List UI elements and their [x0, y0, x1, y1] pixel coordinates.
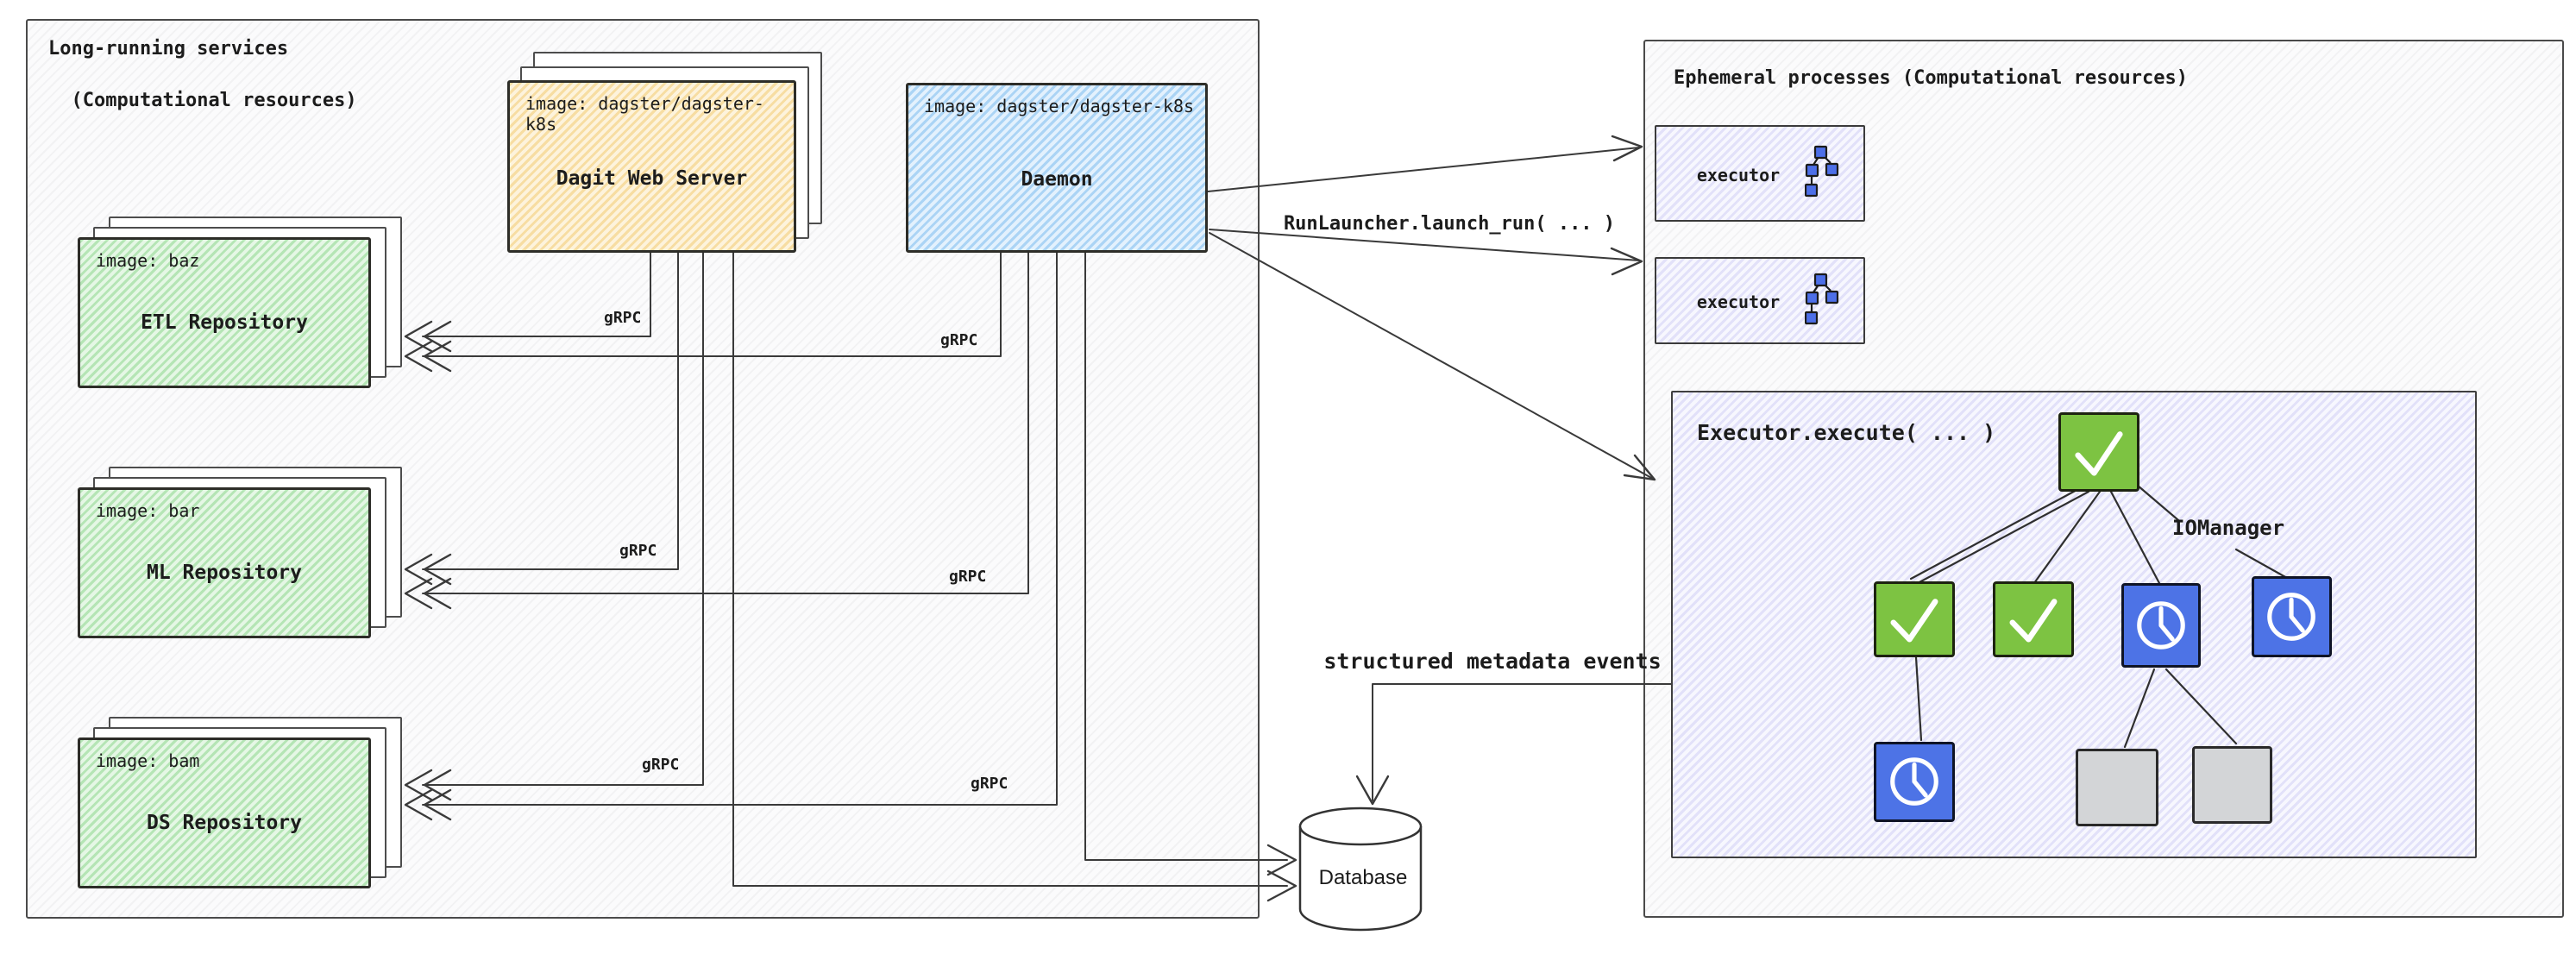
dag-node-clock-icon: [2121, 583, 2201, 668]
ml-image-label: image: bar: [96, 500, 200, 521]
dagit-web-server-box: image: dagster/dagster-k8s Dagit Web Ser…: [507, 80, 796, 253]
run-launcher-label: RunLauncher.launch_run( ... ): [1283, 213, 1616, 235]
database-label: Database: [1318, 866, 1408, 889]
grpc-label-dagit-ml: gRPC: [619, 542, 657, 560]
dag-node-check-icon: [1993, 581, 2074, 657]
dagit-image-label: image: dagster/dagster-k8s: [525, 93, 764, 135]
arrow-daemon-executor1: [1207, 147, 1640, 192]
long-running-title-line1: Long-running services: [48, 38, 289, 60]
grpc-label-daemon-ml: gRPC: [949, 568, 987, 586]
ml-repository-box: image: bar ML Repository: [78, 487, 371, 638]
long-running-title-line2: (Computational resources): [71, 90, 357, 111]
daemon-image-label: image: dagster/dagster-k8s: [924, 96, 1195, 116]
dag-node-clock-icon: [2252, 576, 2332, 657]
grpc-label-dagit-ds: gRPC: [642, 756, 680, 774]
dag-node-check-icon: [1874, 581, 1955, 657]
grpc-label-daemon-etl: gRPC: [940, 331, 978, 349]
database-cylinder-icon: [1298, 807, 1423, 932]
grpc-label-daemon-ds: gRPC: [971, 775, 1008, 793]
long-running-panel-title: Long-running services (Computational res…: [48, 36, 357, 114]
etl-repository-box: image: baz ETL Repository: [78, 237, 371, 388]
executor-1-label: executor: [1696, 165, 1781, 185]
ml-title: ML Repository: [146, 562, 302, 585]
mini-dag-icon: [1805, 145, 1839, 198]
dag-node-root-check-icon: [2058, 412, 2139, 492]
mini-dag-icon: [1805, 273, 1839, 325]
executor-execute-title: Executor.execute( ... ): [1697, 420, 1996, 445]
iomanager-label: IOManager: [2172, 516, 2285, 540]
wire-metadata-database: [1372, 683, 1672, 801]
structured-metadata-events-label: structured metadata events: [1323, 649, 1662, 674]
etl-image-label: image: baz: [96, 250, 200, 271]
ephemeral-panel-title: Ephemeral processes (Computational resou…: [1674, 67, 2189, 89]
ds-image-label: image: bam: [96, 750, 200, 771]
daemon-box: image: dagster/dagster-k8s Daemon: [906, 83, 1208, 253]
etl-title: ETL Repository: [141, 311, 308, 335]
dag-node-clock-icon: [1874, 742, 1955, 822]
daemon-title: Daemon: [1021, 167, 1093, 191]
arrow-daemon-execute-box: [1209, 232, 1654, 480]
dagit-title: Dagit Web Server: [556, 166, 748, 190]
dag-node-blank: [2076, 749, 2158, 826]
metadata-arrowhead: [1355, 775, 1390, 806]
executor-2-label: executor: [1696, 292, 1781, 312]
ds-repository-box: image: bam DS Repository: [78, 737, 371, 888]
grpc-label-dagit-etl: gRPC: [604, 309, 642, 327]
dag-node-blank: [2192, 746, 2272, 824]
ds-title: DS Repository: [146, 812, 302, 835]
